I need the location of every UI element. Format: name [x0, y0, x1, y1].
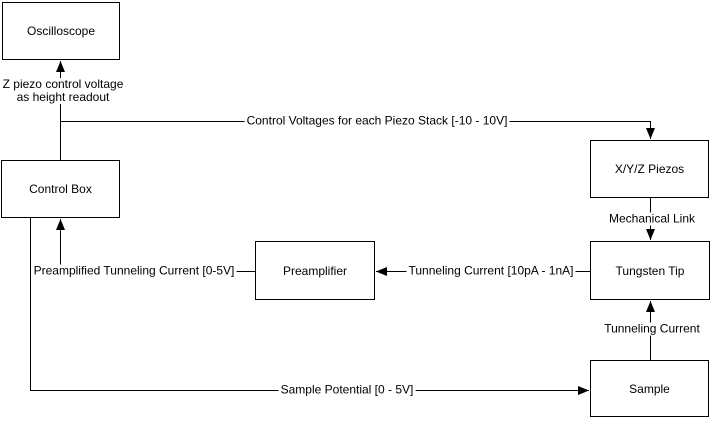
edge-label-height-readout-line1: Z piezo control voltage: [2, 77, 124, 91]
edge-label-tunneling-current-tip-to-preamp: Tunneling Current [10pA - 1nA]: [406, 263, 576, 278]
node-preamplifier-label: Preamplifier: [282, 263, 348, 278]
node-control-box: Control Box: [1, 160, 120, 218]
node-oscilloscope: Oscilloscope: [2, 2, 120, 60]
node-preamplifier: Preamplifier: [255, 241, 375, 300]
edge-label-sample-potential: Sample Potential [0 - 5V]: [278, 382, 416, 397]
node-tungsten-tip: Tungsten Tip: [590, 241, 710, 300]
node-sample-label: Sample: [629, 381, 670, 396]
node-xyz-piezos-label: X/Y/Z Piezos: [614, 162, 685, 176]
edge-label-preamplified-current: Preamplified Tunneling Current [0-5V]: [31, 263, 237, 278]
edge-label-control-voltages: Control Voltages for each Piezo Stack [-…: [244, 113, 510, 128]
node-xyz-piezos: X/Y/Z Piezos: [590, 140, 709, 198]
edge-label-height-readout: Z piezo control voltage as height readou…: [0, 77, 126, 104]
edge-label-height-readout-line2: as height readout: [16, 90, 110, 104]
edge-label-tunneling-current-sample-to-tip: Tunneling Current: [602, 321, 702, 336]
node-tungsten-tip-label: Tungsten Tip: [615, 263, 685, 278]
node-oscilloscope-label: Oscilloscope: [26, 24, 96, 38]
node-sample: Sample: [590, 360, 709, 417]
node-control-box-label: Control Box: [29, 182, 92, 196]
edge-label-mechanical-link: Mechanical Link: [606, 211, 698, 226]
